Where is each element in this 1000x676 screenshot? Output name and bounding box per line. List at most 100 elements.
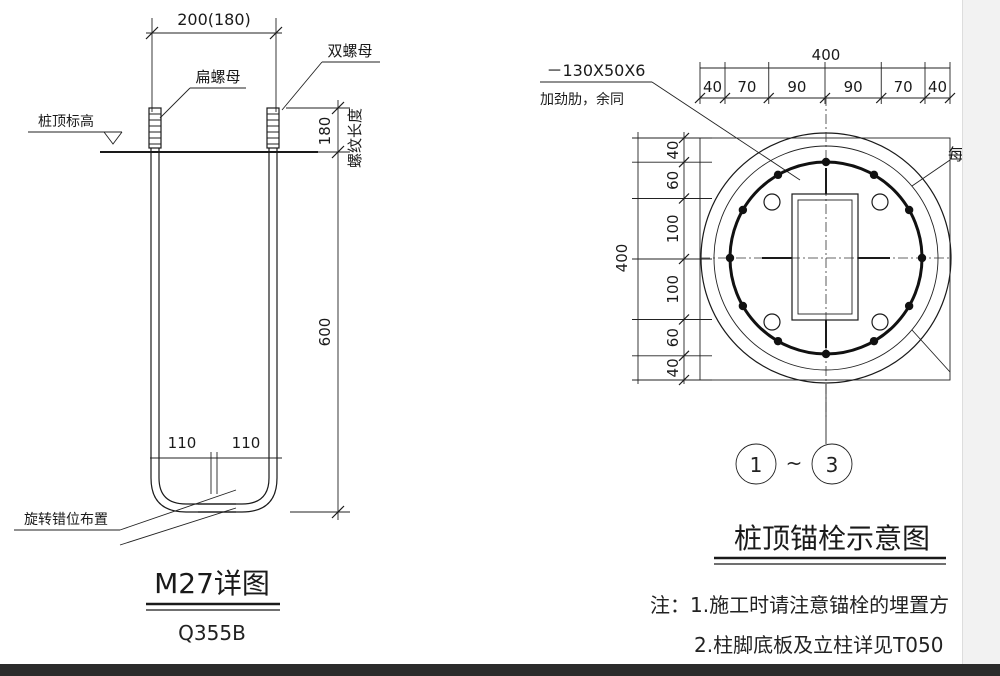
dim-tick (331, 505, 345, 519)
dim-tick (678, 350, 690, 362)
cut-label: 每 (948, 145, 964, 164)
dim-tick (678, 156, 690, 168)
detail-title: M27详图 (154, 567, 270, 600)
rebar-dot (773, 170, 783, 180)
dim-tick (331, 101, 345, 115)
thread-lines (149, 113, 161, 145)
bolt-head-left (148, 107, 162, 149)
panel-edge (962, 0, 1000, 676)
dim-tick (719, 92, 731, 104)
section-from: 1 (750, 453, 763, 477)
top-dim-label: 40 (928, 78, 947, 96)
leader-line (281, 61, 323, 111)
left-dim-label: 40 (664, 141, 682, 160)
hook-left-inner (158, 477, 236, 505)
left-total-dimension: 400 (613, 244, 631, 273)
dim-tick (694, 92, 706, 104)
steel-column (791, 193, 859, 321)
top-dim-label: 40 (703, 78, 722, 96)
top-dim-label: 70 (737, 78, 756, 96)
top-dim-labels: 40 70 90 90 70 40 (703, 78, 947, 96)
stiffener-spec: －130X50X6 (546, 61, 645, 80)
dim-tick (331, 145, 345, 159)
left-dim-label: 60 (664, 171, 682, 190)
left-dim-labels: 40 60 100 100 60 40 (664, 141, 682, 378)
top-total-dimension: 400 (812, 46, 841, 64)
note-2: 2.柱脚底板及立柱详见T050 (694, 633, 943, 657)
rebar-dot (738, 301, 748, 311)
dim-tick (678, 132, 690, 144)
double-nut-label: 双螺母 (327, 42, 372, 60)
thread-lines (267, 113, 279, 145)
elevation-marker (103, 131, 123, 145)
top-dimension-text: 200(180) (177, 10, 251, 29)
hook-right-outer (198, 477, 278, 513)
rebar-dot (917, 253, 927, 263)
top-dim-label: 90 (844, 78, 863, 96)
section-separator: ~ (786, 451, 803, 475)
left-dim-label: 60 (664, 328, 682, 347)
rebar-dot (738, 205, 748, 215)
top-dim-label: 90 (787, 78, 806, 96)
section-bubble-to (811, 443, 853, 485)
pile-top-elevation-label: 桩顶标高 (38, 113, 94, 130)
rebar-dot (869, 336, 879, 346)
rebar-dot (904, 301, 914, 311)
leader-line (651, 81, 801, 181)
left-dim-ticks (632, 132, 712, 386)
dim-tick (875, 92, 887, 104)
rebar-dot (869, 170, 879, 180)
leader-line (911, 159, 951, 187)
dim-tick (919, 92, 931, 104)
thread-dimension: 180 (316, 117, 334, 146)
anchor-bolt-hole (763, 193, 781, 211)
left-dim-label: 100 (664, 214, 682, 243)
left-dim-label: 40 (664, 358, 682, 377)
thread-length-label: 螺纹长度 (346, 108, 364, 168)
rebar-dot (773, 336, 783, 346)
section-to: 3 (826, 453, 839, 477)
dim-tick (763, 92, 775, 104)
half-dimension-right: 110 (232, 434, 261, 452)
anchor-plan: －130X50X6 加劲肋，余同 400 40 70 90 90 70 40 400 40… (540, 46, 964, 657)
section-bubble-from (735, 443, 777, 485)
anchor-bolt-hole (763, 313, 781, 331)
flat-nut-label: 扁螺母 (195, 68, 240, 86)
left-dim-label: 100 (664, 275, 682, 304)
leader-line (159, 87, 191, 119)
dim-tick (944, 92, 956, 104)
anchor-bolt-hole (871, 313, 889, 331)
m27-detail: 200(180) 扁螺母 双螺母 桩顶标高 110 11 (14, 10, 380, 645)
dim-tick (678, 314, 690, 325)
rebar-dot (725, 253, 735, 263)
leader-line (119, 507, 237, 546)
note-1: 注：1.施工时请注意锚栓的埋置方 (650, 593, 949, 617)
hook-right-inner (198, 477, 270, 505)
dim-tick (269, 26, 283, 40)
anchor-bolt-hole (871, 193, 889, 211)
top-dim-label: 70 (894, 78, 913, 96)
dim-tick (678, 253, 690, 265)
rebar-dot (904, 205, 914, 215)
dim-tick (819, 92, 831, 104)
bolt-head-right (266, 107, 280, 149)
dim-tick (678, 374, 690, 386)
rebar-dot (821, 349, 831, 359)
rotate-layout-note: 旋转错位布置 (24, 512, 108, 528)
bottom-bar (0, 664, 1000, 676)
half-dimension-left: 110 (168, 434, 197, 452)
stiffener-note: 加劲肋，余同 (540, 91, 624, 108)
leader-line (119, 489, 237, 531)
leader-line (911, 329, 951, 373)
rebar-dot (821, 157, 831, 167)
rebar-dots (725, 157, 927, 359)
plan-title: 桩顶锚栓示意图 (734, 522, 930, 555)
base-plate-outline (699, 137, 951, 381)
column-inner (797, 199, 853, 315)
top-dim-ticks (694, 62, 956, 104)
embed-length-dimension: 600 (316, 318, 334, 347)
hook-left-outer (150, 477, 236, 513)
dim-tick (678, 193, 690, 204)
dim-tick (145, 26, 159, 40)
